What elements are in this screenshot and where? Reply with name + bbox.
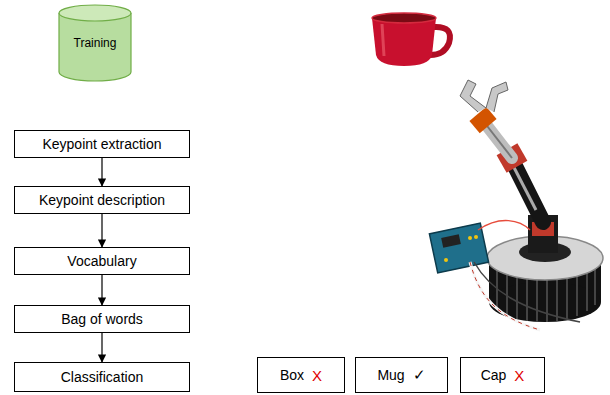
- robot-arm-illustration: [429, 80, 603, 330]
- class-box: Cap X: [460, 357, 545, 393]
- node-label: Mug: [377, 367, 404, 383]
- cylinder-body: [59, 13, 131, 81]
- node-label: Keypoint extraction: [42, 136, 161, 152]
- node-label: Classification: [61, 369, 143, 385]
- result-mark: X: [312, 367, 322, 384]
- mug-illustration: [372, 13, 450, 66]
- flow-arrow: [101, 214, 102, 247]
- flow-arrow: [101, 158, 102, 186]
- flow-arrow: [101, 333, 102, 362]
- database-cylinder: Training: [58, 4, 132, 82]
- node-label: Bag of words: [61, 311, 143, 327]
- process-box: Classification: [14, 362, 190, 392]
- class-box: Box X: [257, 357, 345, 393]
- process-box: Vocabulary: [14, 247, 190, 275]
- cylinder-top: [59, 5, 131, 21]
- node-label: Cap: [481, 367, 507, 383]
- node-label: Keypoint description: [39, 192, 165, 208]
- node-label: Training: [74, 36, 117, 50]
- process-box: Keypoint description: [14, 186, 190, 214]
- result-mark: ✓: [413, 366, 426, 384]
- process-box: Keypoint extraction: [14, 130, 190, 158]
- result-mark: X: [514, 367, 524, 384]
- flow-arrow: [101, 275, 102, 305]
- node-label: Box: [280, 367, 304, 383]
- node-label: Vocabulary: [67, 253, 136, 269]
- class-box: Mug ✓: [355, 357, 448, 393]
- process-box: Bag of words: [14, 305, 190, 333]
